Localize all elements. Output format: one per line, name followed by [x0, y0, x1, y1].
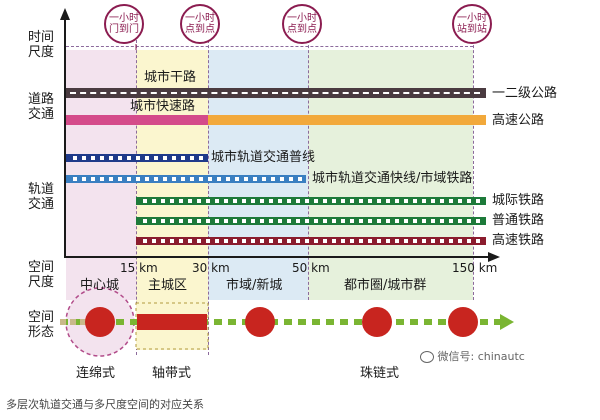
- rail-high-speed: [136, 237, 486, 245]
- time-node-3-line2: 点到点: [287, 24, 317, 35]
- road-express-orange: [208, 115, 486, 125]
- watermark-text: 微信号: chinautc: [437, 350, 525, 363]
- road-express-pink: [66, 115, 208, 125]
- rail-conventional: [136, 217, 486, 225]
- form-label-continuous: 连绵式: [76, 366, 116, 381]
- time-node-2: 一小时点到点: [180, 4, 220, 44]
- time-node-4: 一小时站到站: [452, 4, 492, 44]
- time-node-4-line1: 一小时: [457, 13, 487, 24]
- time-node-2-line2: 点到点: [185, 24, 215, 35]
- time-node-4-line2: 站到站: [457, 24, 487, 35]
- watermark: 微信号: chinautc: [420, 348, 525, 364]
- rail-intercity: [136, 197, 486, 205]
- axis-time-scale: 时间尺度: [27, 30, 54, 60]
- time-node-1: 一小时门到门: [104, 4, 144, 44]
- time-node-3-line1: 一小时: [287, 13, 317, 24]
- label-metro-normal: 城市轨道交通普线: [211, 150, 316, 165]
- time-node-2-line1: 一小时: [185, 13, 215, 24]
- label-grade12: 一二级公路: [492, 86, 558, 101]
- axis-space-form: 空间形态: [27, 310, 54, 340]
- form-label-axis: 轴带式: [152, 366, 192, 381]
- label-high-speed: 高速铁路: [492, 233, 545, 248]
- form-node-center: [85, 307, 115, 337]
- tick-50km: 50 km: [292, 261, 330, 275]
- road-arterial-dash: [70, 92, 480, 94]
- wechat-icon: [420, 351, 434, 363]
- divider-30km: [208, 35, 209, 355]
- rail-metro-normal: [66, 154, 208, 162]
- zone-city-label: 市域/新城: [226, 278, 283, 293]
- top-dashed: [66, 46, 473, 47]
- zone-center-label: 中心城: [80, 278, 120, 293]
- label-conventional: 普通铁路: [492, 213, 545, 228]
- axis-space-scale: 空间尺度: [27, 260, 54, 290]
- tick-30km: 30 km: [192, 261, 230, 275]
- caption: 多层次轨道交通与多尺度空间的对应关系: [6, 398, 204, 411]
- rail-metro-express: [66, 175, 306, 183]
- tick-15km: 15 km: [120, 261, 158, 275]
- time-node-3: 一小时点到点: [282, 4, 322, 44]
- divider-50km: [308, 35, 309, 300]
- axis-rail-traffic: 轨道交通: [27, 182, 54, 212]
- label-metro-express: 城市轨道交通快线/市域铁路: [312, 171, 473, 186]
- axis-road-traffic: 道路交通: [27, 92, 54, 122]
- label-intercity: 城际铁路: [492, 193, 545, 208]
- label-expressway: 城市快速路: [130, 99, 196, 114]
- time-node-1-line2: 门到门: [109, 24, 139, 35]
- form-node-city: [245, 307, 275, 337]
- form-node-metro-1: [362, 307, 392, 337]
- label-arterial: 城市干路: [144, 70, 197, 85]
- zone-metro-label: 都市圈/城市群: [344, 278, 427, 293]
- form-label-bead: 珠链式: [360, 366, 400, 381]
- divider-15km: [136, 35, 137, 355]
- zone-main-label: 主城区: [148, 278, 188, 293]
- label-highway: 高速公路: [492, 113, 545, 128]
- time-node-1-line1: 一小时: [109, 13, 139, 24]
- divider-150km: [473, 35, 474, 300]
- form-node-metro-2: [448, 307, 478, 337]
- tick-150km: 150 km: [452, 261, 498, 275]
